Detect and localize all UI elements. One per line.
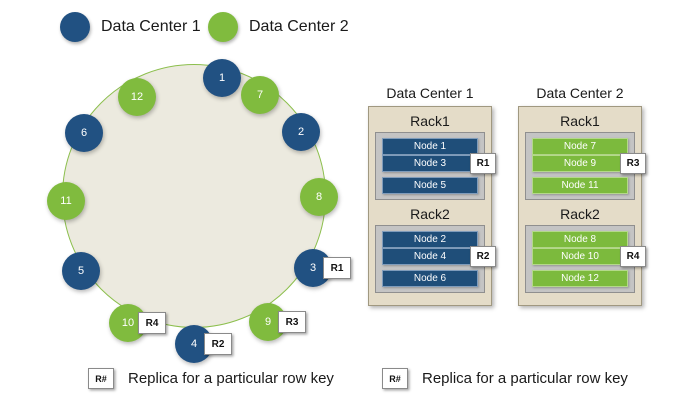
rack-title: Rack2 [560,206,600,222]
ring-node-5[interactable]: 5 [62,252,100,290]
ring-node-label: 1 [218,72,226,84]
rack-node-row: Node 2 [382,231,478,248]
bottom-legend-right-text: Replica for a particular row key [422,370,628,387]
rack-node-node-8[interactable]: Node 8 [532,231,628,248]
legend-label-data-center-2: Data Center 2 [249,18,349,35]
blue-circle-icon [60,12,90,42]
rack-node-row: Node 1 [382,138,478,155]
rack-title: Rack1 [560,113,600,129]
ring-node-6[interactable]: 6 [65,114,103,152]
bottom-legend-left-text: Replica for a particular row key [128,370,334,387]
ring-node-8[interactable]: 8 [300,178,338,216]
rack-node-row: Node 5 [382,177,478,194]
datacenter-title-2: Data Center 2 [536,85,624,101]
ring-node-label: 10 [121,317,135,329]
ring-node-12[interactable]: 12 [118,78,156,116]
rack-node-node-2[interactable]: Node 2 [382,231,478,248]
replica-badge-R4[interactable]: R4 [620,246,646,267]
rack-node-node-7[interactable]: Node 7 [532,138,628,155]
ring-node-1[interactable]: 1 [203,59,241,97]
bottom-legend-right: R# Replica for a particular row key [382,368,628,389]
datacenter-title-1: Data Center 1 [386,85,474,101]
rack-title: Rack1 [410,113,450,129]
rack-node-node-1[interactable]: Node 1 [382,138,478,155]
ring-node-label: 5 [77,265,85,277]
legend-label-data-center-1: Data Center 1 [101,18,201,35]
bottom-legend-left: R# Replica for a particular row key [88,368,334,389]
rack-node-node-5[interactable]: Node 5 [382,177,478,194]
rack-node-row: Node 7 [532,138,628,155]
rack-node-row: Node 6 [382,270,478,287]
replica-badge-R1[interactable]: R1 [470,153,496,174]
replica-badge-R2[interactable]: R2 [204,333,232,355]
ring-node-label: 12 [130,91,144,103]
top-legend: Data Center 1 Data Center 2 [0,6,380,48]
ring-outline [62,64,326,328]
ring-node-11[interactable]: 11 [47,182,85,220]
ring-node-label: 11 [60,195,72,207]
legend-item-data-center-2: Data Center 2 [208,12,349,42]
ring-node-label: 6 [80,127,88,139]
rack-node-node-10[interactable]: Node 10 [532,248,628,265]
ring-node-label: 4 [190,338,198,350]
replica-badge-R4[interactable]: R4 [138,312,166,334]
rack-node-row: Node 11 [532,177,628,194]
replica-badge-icon: R# [88,368,114,389]
rack-node-node-12[interactable]: Node 12 [532,270,628,287]
ring-node-label: 9 [264,316,272,328]
legend-item-data-center-1: Data Center 1 [60,12,201,42]
rack-title: Rack2 [410,206,450,222]
replica-badge-R3[interactable]: R3 [620,153,646,174]
ring-node-7[interactable]: 7 [241,76,279,114]
rack-node-node-3[interactable]: Node 3 [382,155,478,172]
rack-node-row: Node 8 [532,231,628,248]
rack-node-row: Node 12 [532,270,628,287]
rack-node-node-9[interactable]: Node 9 [532,155,628,172]
ring-node-2[interactable]: 2 [282,113,320,151]
rack-node-node-6[interactable]: Node 6 [382,270,478,287]
green-circle-icon [208,12,238,42]
replica-badge-R2[interactable]: R2 [470,246,496,267]
rack-node-node-11[interactable]: Node 11 [532,177,628,194]
ring-node-label: 2 [297,126,305,138]
rack-node-node-4[interactable]: Node 4 [382,248,478,265]
replica-badge-icon: R# [382,368,408,389]
ring-node-label: 8 [315,191,323,203]
ring-node-label: 7 [256,89,264,101]
ring-node-label: 3 [309,262,317,274]
replica-badge-R3[interactable]: R3 [278,311,306,333]
replica-badge-R1[interactable]: R1 [323,257,351,279]
